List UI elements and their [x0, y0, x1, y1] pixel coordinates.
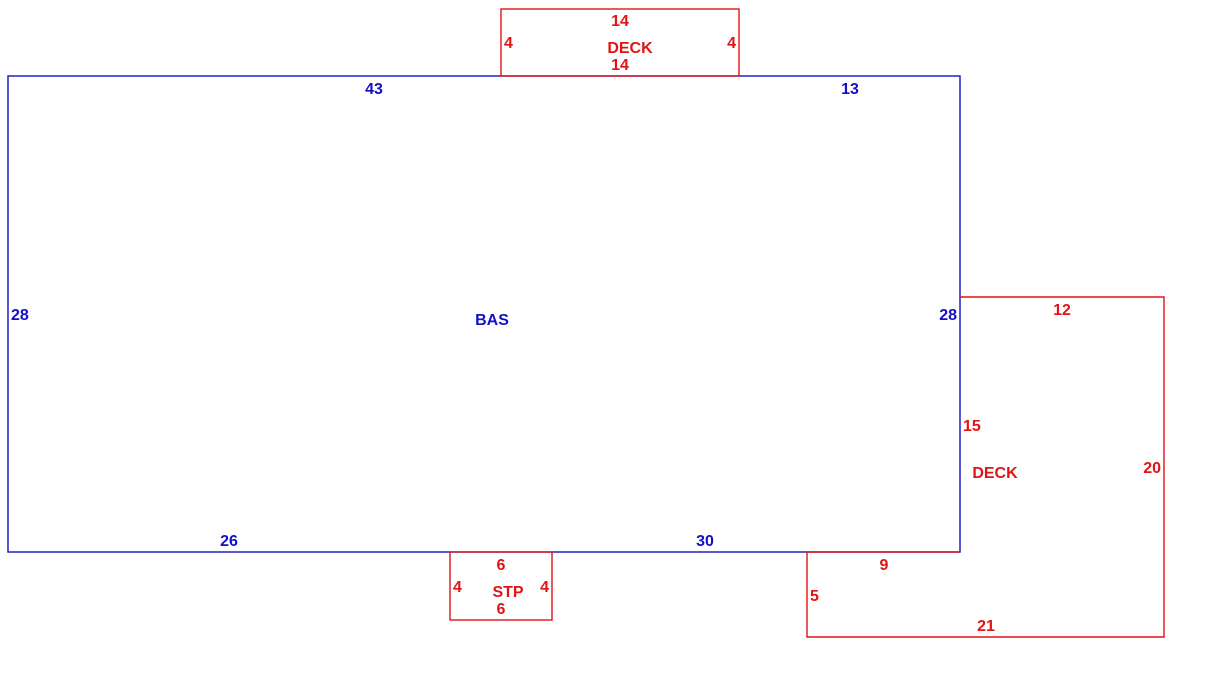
deck-right-dim-bottom: 21	[977, 618, 995, 635]
deck-right-label: DECK	[972, 465, 1018, 482]
bas-dim-right: 28	[939, 307, 957, 324]
stp-dim-left: 4	[453, 579, 462, 596]
deck-top-area: DECK 14 14 4 4	[500, 8, 740, 77]
bas-label: BAS	[475, 312, 509, 329]
deck-right-dim-top: 12	[1053, 302, 1071, 319]
deck-right-dim-left: 5	[810, 588, 819, 605]
deck-right-dim-inner-bottom: 9	[880, 557, 889, 574]
bas-area: BAS 43 13 28 28 26 30	[7, 75, 961, 553]
deck-top-dim-left: 4	[504, 35, 513, 52]
stp-dim-bottom: 6	[497, 601, 506, 618]
bas-dim-bottom-right: 30	[696, 533, 714, 550]
stp-label: STP	[492, 584, 523, 601]
deck-top-dim-top: 14	[611, 13, 629, 30]
deck-right-area: DECK 12 15 9 5 21 20	[806, 296, 1165, 638]
bas-dim-left: 28	[11, 307, 29, 324]
deck-top-dim-bottom: 14	[611, 57, 629, 74]
deck-right-dim-inner-left: 15	[963, 418, 981, 435]
deck-top-label: DECK	[607, 40, 653, 57]
bas-dim-top-right: 13	[841, 81, 859, 98]
stp-dim-top: 6	[497, 557, 506, 574]
deck-right-dim-right: 20	[1143, 460, 1161, 477]
deck-right-outline	[806, 296, 1165, 638]
stp-area: STP 6 6 4 4	[449, 551, 553, 621]
stp-dim-right: 4	[540, 579, 549, 596]
deck-top-outline	[500, 8, 740, 77]
bas-dim-top-left: 43	[365, 81, 383, 98]
stp-outline	[449, 551, 553, 621]
bas-dim-bottom-left: 26	[220, 533, 238, 550]
deck-top-dim-right: 4	[727, 35, 736, 52]
